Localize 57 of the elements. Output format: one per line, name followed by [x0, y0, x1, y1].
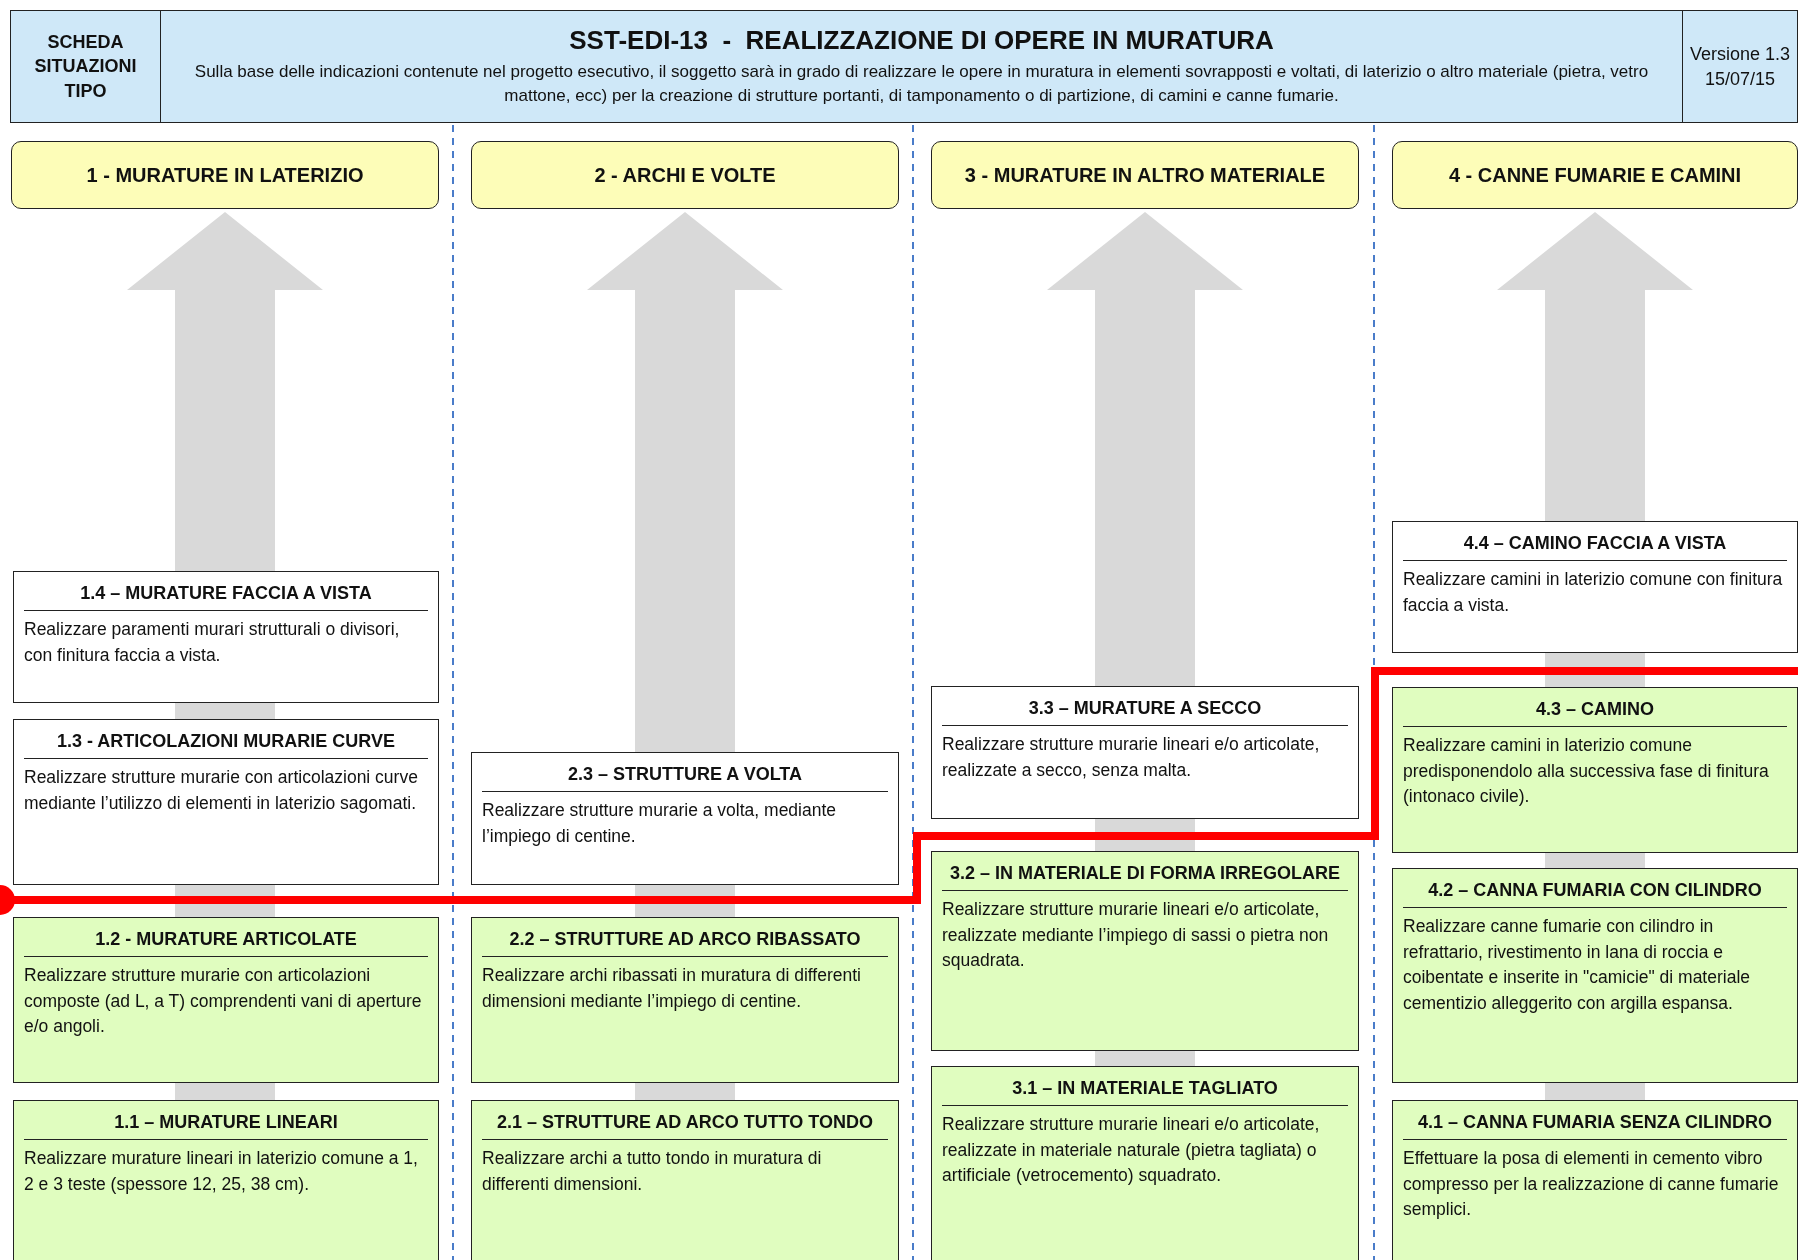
task-card: [1392, 868, 1798, 1083]
card-heading: 2.1 – STRUTTURE AD ARCO TUTTO TONDO: [482, 1109, 888, 1141]
card-heading: 2.3 – STRUTTURE A VOLTA: [482, 761, 888, 793]
card-description: Realizzare paramenti murari strutturali o divisori, con finitura faccia a vista.: [24, 618, 401, 667]
card-description: Realizzare archi ribassati in muratura di differenti dimensioni mediante l’impiego di centine.: [482, 964, 862, 1013]
card-description: Realizzare archi a tutto tondo in muratura di differenti dimensioni.: [482, 1147, 823, 1196]
task-card: [931, 686, 1359, 819]
card-description: Realizzare strutture murarie lineari e/o articolate, realizzate in materiale naturale (pietra tagliata) o artificiale (vetrocemento) squadrato.: [942, 1113, 1321, 1188]
card-heading: 4.2 – CANNA FUMARIA CON CILINDRO: [1403, 877, 1787, 909]
card-description: Realizzare strutture murarie con articolazioni curve mediante l’utilizzo di elementi in laterizio sagomati.: [24, 766, 419, 815]
header-box: [1682, 10, 1798, 123]
card-heading: 2.2 – STRUTTURE AD ARCO RIBASSATO: [482, 926, 888, 958]
card-heading: 4.3 – CAMINO: [1403, 696, 1787, 728]
task-card: [13, 1100, 439, 1260]
task-card: [931, 1066, 1359, 1260]
card-description: Effettuare la posa di elementi in cemento vibro compresso per la realizzazione di canne fumarie semplici.: [1403, 1147, 1780, 1222]
task-card: [1392, 521, 1798, 653]
task-card: [931, 851, 1359, 1051]
sheet-description: Sulla base delle indicazioni contenute nel progetto esecutivo, il soggetto sarà in grado di realizzare le opere in muratura in elementi sovrapposti e voltati, di laterizio o altro materiale (pietra, vetro mattone, ecc) per la creazione di strutture portanti, di tamponamento o di partizione, di camini e canne fumarie.: [193, 60, 1650, 108]
column-title: 2 - ARCHI E VOLTE: [594, 163, 776, 187]
column-title: 3 - MURATURE IN ALTRO MATERIALE: [964, 163, 1326, 187]
task-card: [471, 1100, 899, 1260]
card-heading: 3.1 – IN MATERIALE TAGLIATO: [942, 1075, 1348, 1107]
task-card: [1392, 687, 1798, 853]
card-description: Realizzare strutture murarie lineari e/o articolate, realizzate a secco, senza malta.: [942, 733, 1321, 782]
card-description: Realizzare canne fumarie con cilindro in refrattario, rivestimento in lana di roccia e coibentate e inserite in "camicie" di materiale cementizio alleggerito con argilla espansa.: [1403, 915, 1752, 1015]
card-heading: 1.3 - ARTICOLAZIONI MURARIE CURVE: [24, 728, 428, 760]
version-info: Versione 1.3 15/07/15: [1688, 43, 1792, 91]
card-heading: 4.4 – CAMINO FACCIA A VISTA: [1403, 530, 1787, 562]
card-description: Realizzare camini in laterizio comune predisponendolo alla successiva fase di finitura (intonaco civile).: [1403, 734, 1770, 809]
column-header: [931, 141, 1359, 209]
task-card: [471, 917, 899, 1083]
task-card: [13, 571, 439, 703]
title-box: [160, 10, 1683, 123]
card-description: Realizzare strutture murarie con articolazioni composte (ad L, a T) comprendenti vani di aperture e/o angoli.: [24, 964, 423, 1039]
card-heading: 3.3 – MURATURE A SECCO: [942, 695, 1348, 727]
card-heading: 1.2 - MURATURE ARTICOLATE: [24, 926, 428, 958]
card-heading: 3.2 – IN MATERIALE DI FORMA IRREGOLARE: [942, 860, 1348, 892]
column-header: [1392, 141, 1798, 209]
column-title: 4 - CANNE FUMARIE E CAMINI: [1448, 163, 1742, 187]
card-heading: 1.1 – MURATURE LINEARI: [24, 1109, 428, 1141]
card-heading: 4.1 – CANNA FUMARIA SENZA CILINDRO: [1403, 1109, 1787, 1141]
card-description: Realizzare strutture murarie lineari e/o articolate, realizzate mediante l’impiego di sassi o pietra non squadrata.: [942, 898, 1330, 973]
column-header: [471, 141, 899, 209]
task-card: [13, 917, 439, 1083]
card-heading: 1.4 – MURATURE FACCIA A VISTA: [24, 580, 428, 612]
sheet-title: SST-EDI-13 - REALIZZAZIONE DI OPERE IN MURATURA: [569, 23, 1274, 57]
task-card: [1392, 1100, 1798, 1260]
sheet-type-label: SCHEDA SITUAZIONI TIPO: [33, 31, 138, 103]
card-description: Realizzare murature lineari in laterizio comune a 1, 2 e 3 teste (spessore 12, 25, 38 cm).: [24, 1147, 419, 1196]
task-card: [471, 752, 899, 885]
task-card: [13, 719, 439, 885]
column-header: [11, 141, 439, 209]
column-title: 1 - MURATURE IN LATERIZIO: [86, 163, 364, 187]
card-description: Realizzare strutture murarie a volta, mediante l’impiego di centine.: [482, 799, 838, 848]
card-description: Realizzare camini in laterizio comune con finitura faccia a vista.: [1403, 568, 1784, 617]
header-box: [10, 10, 161, 123]
